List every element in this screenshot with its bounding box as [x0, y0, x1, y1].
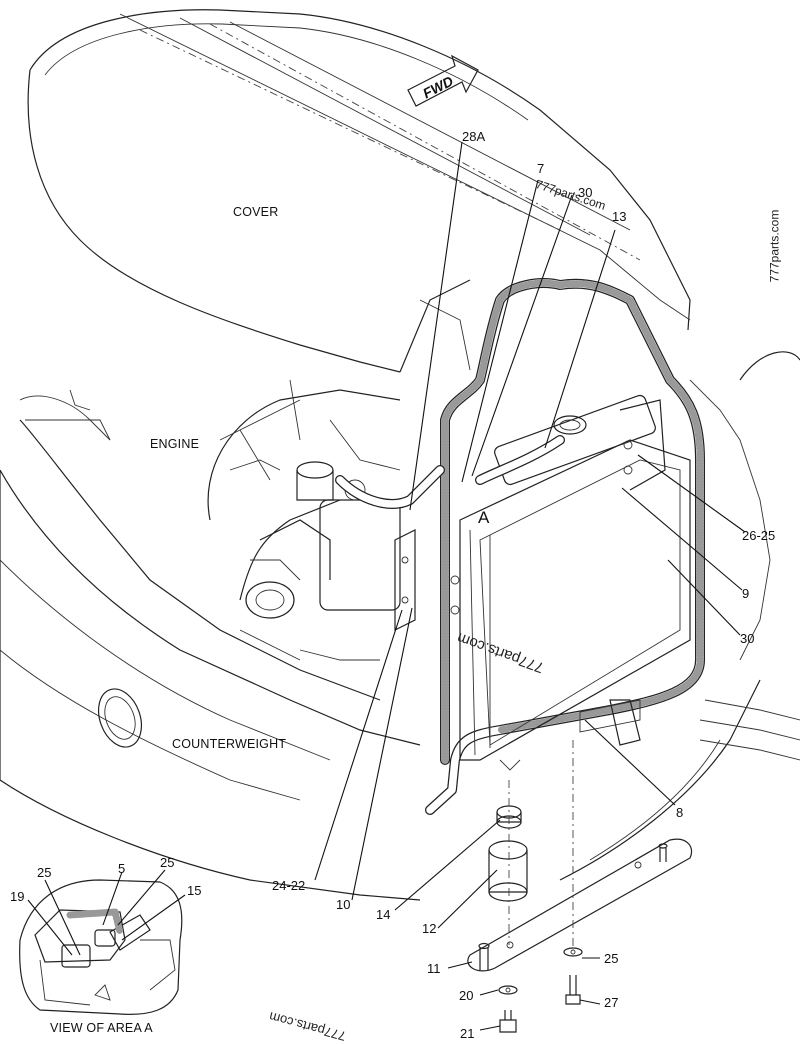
callout-28a: 28A	[462, 129, 486, 144]
callout-11: 11	[427, 961, 441, 976]
cover-label: COVER	[233, 205, 279, 219]
counterweight-outline	[0, 351, 800, 901]
watermark-side: 777parts.com	[767, 209, 782, 283]
callout-26-25: 26-25	[742, 528, 776, 543]
engine-outline	[207, 379, 401, 661]
callout-30-top: 30	[578, 185, 593, 200]
callout-13: 13	[612, 209, 627, 224]
callout-leaders	[27, 141, 746, 1031]
forward-arrow	[407, 54, 479, 107]
callout-25-bottom: 25	[604, 951, 619, 966]
radiator-assembly	[335, 278, 705, 815]
callout-27: 27	[604, 995, 619, 1010]
callout-5: 5	[118, 861, 126, 876]
callout-14: 14	[376, 907, 391, 922]
engine-label: ENGINE	[150, 437, 200, 451]
counterweight-label: COUNTERWEIGHT	[172, 737, 287, 751]
mounting-parts	[467, 740, 693, 1033]
callout-21: 21	[460, 1026, 475, 1041]
callout-24-22: 24-22	[272, 878, 306, 893]
callout-25-inset-left: 25	[37, 865, 52, 880]
callout-9: 9	[742, 586, 750, 601]
callout-7: 7	[537, 161, 545, 176]
callout-30-right: 30	[740, 631, 755, 646]
callout-10: 10	[336, 897, 351, 912]
callout-25-inset-right: 25	[160, 855, 175, 870]
callout-12: 12	[422, 921, 437, 936]
cover-outline	[27, 9, 691, 373]
area-a-inset	[19, 879, 183, 1015]
view-of-area-a-label: VIEW OF AREA A	[50, 1021, 153, 1035]
callout-15: 15	[187, 883, 202, 898]
callout-8: 8	[676, 805, 684, 820]
callout-20: 20	[459, 988, 474, 1003]
callout-19: 19	[10, 889, 25, 904]
area-a-marker: A	[478, 508, 490, 527]
